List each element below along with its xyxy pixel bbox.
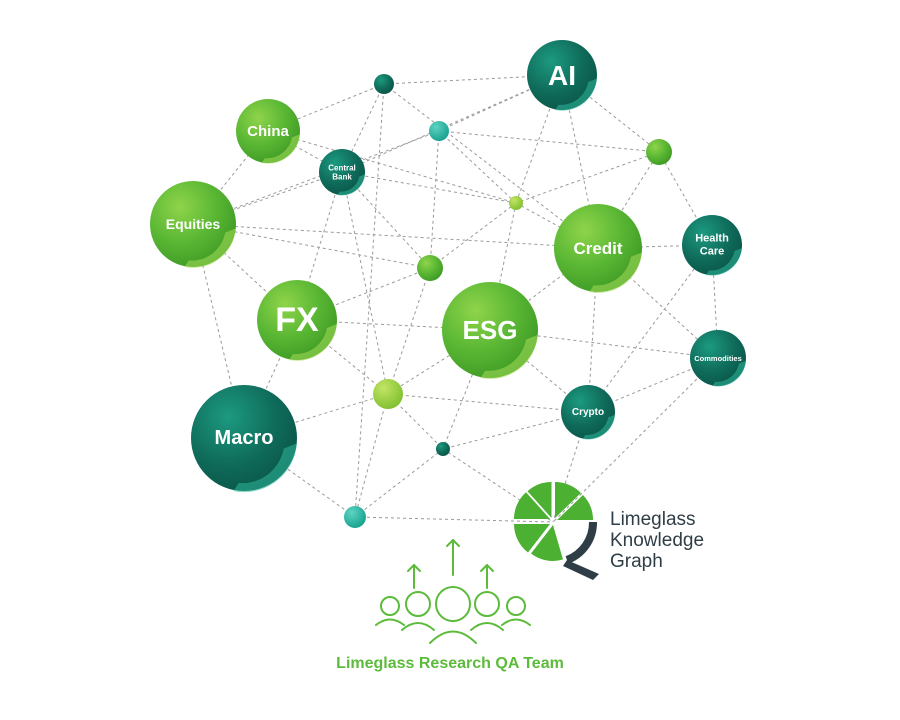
logo-line-3: Graph [610, 551, 663, 572]
node-esg: ESG [442, 282, 538, 380]
node-label: Commodities [694, 354, 742, 363]
graph-edge [341, 83, 385, 173]
node-circle [646, 139, 672, 165]
graph-edge [341, 74, 563, 173]
graph-edge [192, 223, 431, 269]
connector-dot [344, 506, 366, 528]
graph-edge [387, 267, 431, 395]
connector-dot [509, 196, 523, 210]
logo-line-2: Knowledge [610, 530, 705, 551]
node-highlight [706, 248, 742, 276]
graph-edge [383, 83, 599, 249]
node-equities: Equities [150, 181, 236, 268]
connector-dot [417, 255, 443, 281]
graph-edge [552, 357, 719, 523]
node-label: Credit [573, 239, 622, 258]
node-circle [509, 196, 523, 210]
node-highlight [261, 134, 300, 164]
node-highlight [582, 414, 615, 440]
graph-edge [587, 244, 713, 413]
node-label: AI [548, 60, 576, 91]
graph-edge [341, 171, 389, 395]
logo-line-1: Limeglass [610, 509, 696, 530]
graph-edge [354, 448, 444, 518]
node-fx: FX [257, 280, 337, 361]
node-label: China [247, 123, 289, 140]
node-highlight [233, 443, 297, 493]
graph-edge [489, 247, 599, 331]
graph-edge [354, 83, 385, 518]
node-circle [319, 149, 365, 195]
node-circle [436, 442, 450, 456]
node-circle [191, 385, 297, 491]
node-label: FX [275, 301, 319, 339]
graph-edge [192, 130, 440, 225]
logo-wordmark: Limeglass Knowledge Graph [610, 509, 704, 572]
node-label: Crypto [572, 407, 604, 418]
connector-dot [646, 139, 672, 165]
connector-dot [436, 442, 450, 456]
connector-dot [374, 74, 394, 94]
node-circle [527, 40, 597, 110]
node-ai: AI [527, 40, 597, 111]
graph-edge [192, 171, 343, 225]
node-circle [150, 181, 236, 267]
node-label: Macro [215, 427, 274, 449]
team-title: Limeglass Research QA Team [336, 655, 564, 672]
node-highlight [712, 360, 746, 387]
connector-dot [429, 121, 449, 141]
node-credit: Credit [554, 204, 642, 293]
node-circle [682, 215, 742, 275]
research-team-icon [375, 539, 531, 644]
graph-edge [429, 130, 440, 269]
node-macro: Macro [191, 385, 297, 493]
node-circle [554, 204, 642, 292]
node-highlight [555, 78, 597, 111]
connector-dot [373, 379, 403, 409]
node-circle [417, 255, 443, 281]
node-circle [373, 379, 403, 409]
graph-edge [192, 223, 599, 249]
graph-edge [243, 437, 356, 518]
node-label: ESG [463, 315, 518, 345]
graph-edge [597, 151, 660, 249]
graph-edge [341, 171, 517, 204]
node-crypto: Crypto [561, 385, 615, 440]
node-circle [690, 330, 746, 386]
node-circle [561, 385, 615, 439]
graph-edge [387, 393, 589, 413]
graph-edge [438, 74, 563, 132]
node-china: China [236, 99, 300, 164]
node-highlight [589, 252, 642, 293]
node-highlight [337, 174, 365, 196]
node-highlight [289, 324, 337, 361]
node-circle [344, 506, 366, 528]
node-circle [429, 121, 449, 141]
graph-edge [515, 151, 660, 204]
node-circle [257, 280, 337, 360]
graph-edge [429, 202, 517, 269]
graph-edge [515, 74, 563, 204]
graph-edge [341, 171, 431, 269]
node-circle [374, 74, 394, 94]
node-circle [442, 282, 538, 378]
graph-edge [354, 393, 389, 518]
node-circle [236, 99, 300, 163]
graph-edge [267, 130, 517, 204]
node-highlight [480, 334, 538, 380]
node-commodities: Commodities [690, 330, 746, 387]
node-label: Equities [166, 216, 221, 232]
node-highlight [184, 228, 236, 268]
limeglass-logo-icon [514, 481, 599, 580]
graph-edge [438, 130, 660, 153]
